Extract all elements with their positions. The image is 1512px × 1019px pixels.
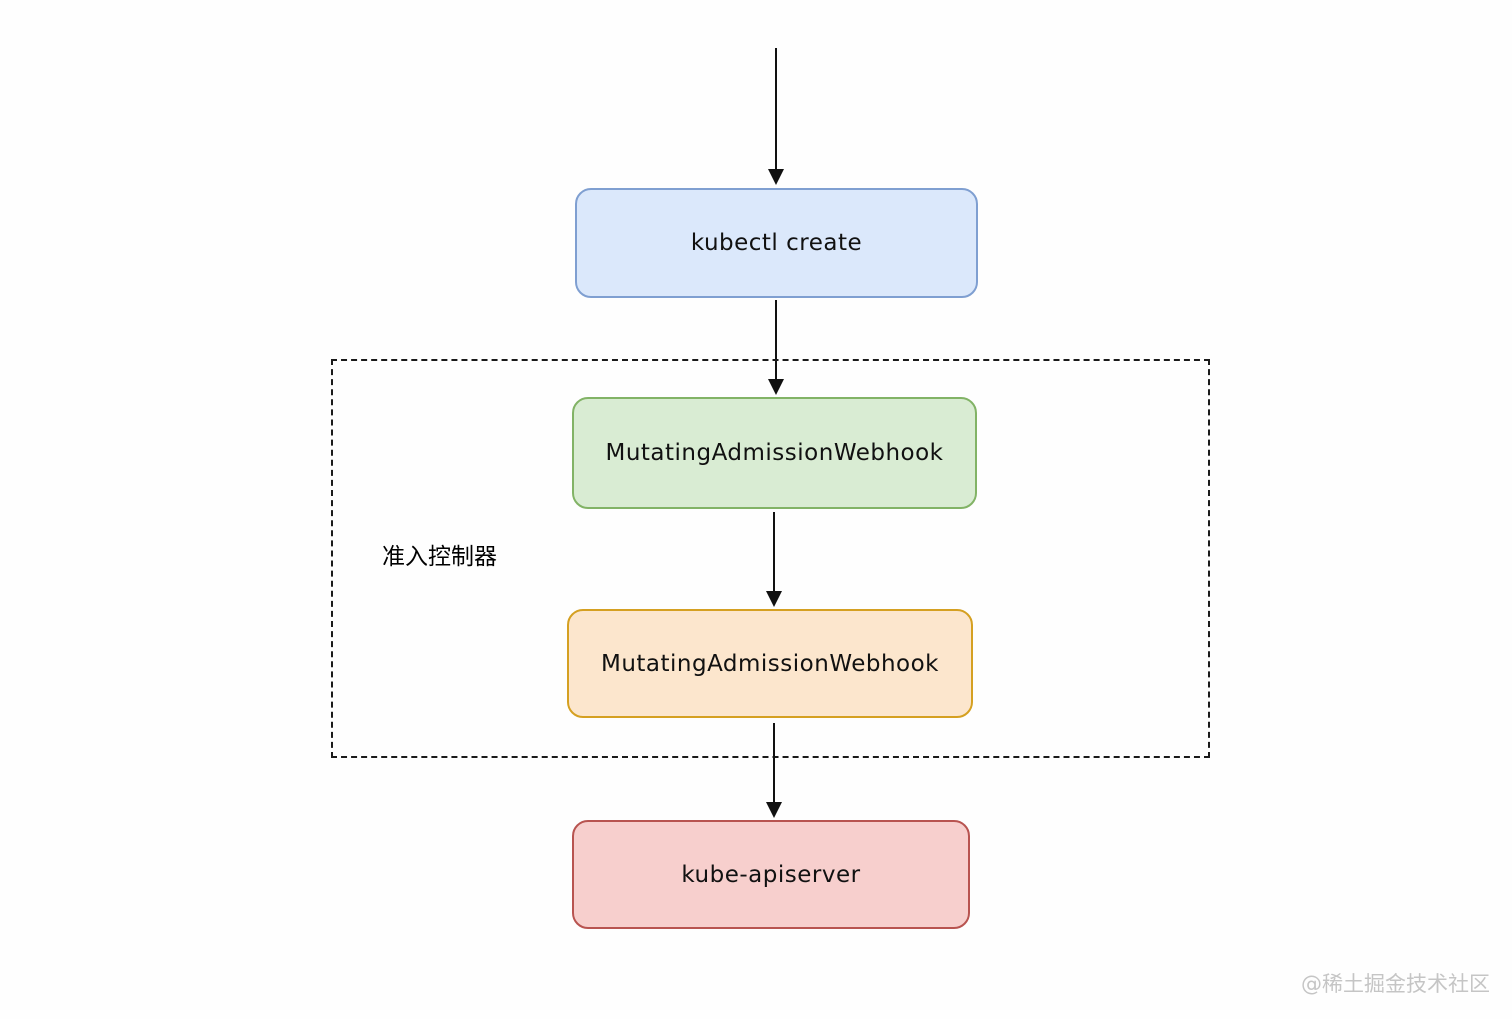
arrowhead-down-icon bbox=[766, 802, 782, 818]
admission-controller-group bbox=[331, 359, 1210, 758]
node-kubectl-create: kubectl create bbox=[575, 188, 978, 298]
arrow-webhook1-to-webhook2 bbox=[766, 512, 782, 607]
arrow-shaft bbox=[775, 48, 777, 171]
node-kube-apiserver: kube-apiserver bbox=[572, 820, 970, 929]
watermark: @稀土掘金技术社区 bbox=[1301, 972, 1490, 996]
node-kubectl-create-label: kubectl create bbox=[690, 230, 863, 256]
node-mutating-admission-webhook-1: MutatingAdmissionWebhook bbox=[572, 397, 977, 509]
arrowhead-down-icon bbox=[768, 169, 784, 185]
arrow-into-kubectl-create bbox=[768, 48, 784, 185]
arrow-shaft bbox=[773, 723, 775, 804]
arrowhead-down-icon bbox=[768, 379, 784, 395]
node-mutating-webhook-1-label: MutatingAdmissionWebhook bbox=[605, 440, 944, 466]
arrow-kubectl-to-webhook1 bbox=[768, 300, 784, 395]
node-kube-apiserver-label: kube-apiserver bbox=[681, 861, 861, 888]
arrow-shaft bbox=[775, 300, 777, 381]
arrowhead-down-icon bbox=[766, 591, 782, 607]
arrow-webhook2-to-apiserver bbox=[766, 723, 782, 818]
arrow-shaft bbox=[773, 512, 775, 593]
node-mutating-webhook-2-label: MutatingAdmissionWebhook bbox=[600, 650, 940, 677]
node-mutating-admission-webhook-2: MutatingAdmissionWebhook bbox=[567, 609, 973, 718]
admission-controller-label: 准入控制器 bbox=[382, 544, 497, 570]
